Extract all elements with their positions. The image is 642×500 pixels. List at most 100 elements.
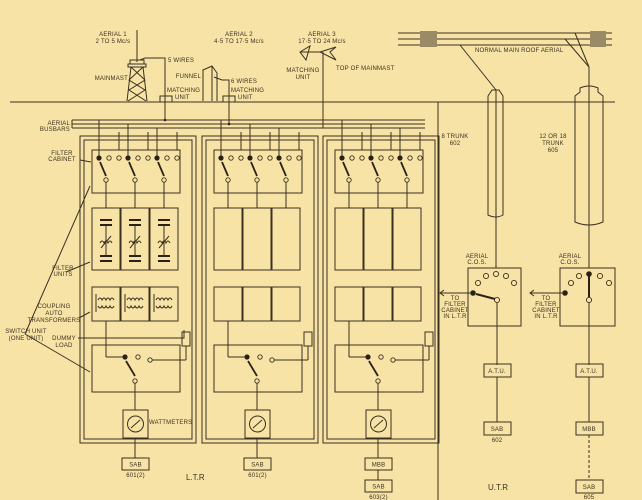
filter-units-label: FILTER <box>52 266 74 272</box>
switch-blade <box>342 161 350 177</box>
filter-unit-box <box>242 207 272 271</box>
contact-open <box>145 155 151 161</box>
contact-open <box>132 378 138 384</box>
contact-open <box>254 378 260 384</box>
filter-units-label: UNITS <box>54 272 73 278</box>
contact-open <box>404 177 410 183</box>
contact-open <box>388 155 394 161</box>
wattmeters-label: WATTMETERS <box>149 420 192 426</box>
filter-unit-box <box>271 207 301 271</box>
filter-unit-box <box>334 207 364 271</box>
contact-closed <box>96 155 102 161</box>
contact-closed <box>276 155 282 161</box>
cos-contacts-left <box>439 270 518 365</box>
contact-open <box>390 357 396 363</box>
coupling-label: AUTO <box>45 311 62 317</box>
contact-closed <box>397 155 403 161</box>
cabinet-outline <box>79 135 197 444</box>
coupling-label: TRANSFORMERS <box>28 318 81 324</box>
contact-open <box>296 155 302 161</box>
switch-blade <box>400 161 408 177</box>
capacitor-icon <box>158 224 170 226</box>
top-of-mainmast-label: TOP OF MAINMAST <box>336 66 395 72</box>
matching-unit-label: MATCHING <box>231 88 264 94</box>
matching-unit-label: MATCHING <box>167 88 200 94</box>
contact-open <box>359 155 365 161</box>
atu-label: A.T.U. <box>488 369 506 375</box>
aerial2-label: AERIAL 2 <box>225 32 253 38</box>
switch-blade <box>99 161 107 177</box>
to-filter-label: IN L.T.R <box>443 314 467 320</box>
aerial1-label: AERIAL 1 <box>99 32 127 38</box>
aerial2-range: 4·5 TO 17·5 Mc/s <box>214 39 264 45</box>
filter-cabinet-label: FILTER <box>51 151 73 157</box>
contact-open <box>106 155 112 161</box>
contact-closed <box>365 354 371 360</box>
coupling-label: COUPLING <box>38 304 71 310</box>
to-filter-label: IN L.T.R <box>534 314 558 320</box>
filter-unit-box <box>392 207 422 271</box>
cabinet-inner-outline <box>83 139 193 440</box>
filter-cabinet-box <box>91 149 181 194</box>
ltr-section-label: L.T.R <box>186 473 205 482</box>
aerial-cos-label: AERIAL <box>559 254 582 260</box>
transmitter-number: 602 <box>492 438 503 444</box>
six-wires-label: 6 WIRES <box>231 79 257 85</box>
cabinet-outline <box>322 135 440 444</box>
contact-closed <box>244 354 250 360</box>
transformer-icon <box>95 294 115 312</box>
filter-unit-box <box>149 207 179 271</box>
switch-blade <box>279 161 287 177</box>
contact-open <box>103 177 109 183</box>
aerial-cos-label: C.O.S. <box>560 260 579 266</box>
coupling-transformer-box <box>392 286 422 322</box>
contact-open <box>269 357 275 363</box>
cos-contacts-right <box>529 271 613 365</box>
funnel-label: FUNNEL <box>176 74 202 80</box>
contact-closed <box>154 155 160 161</box>
mbb-label: MBB <box>372 463 386 469</box>
matching-unit-1 <box>159 95 173 103</box>
matching-unit-label: UNIT <box>296 75 311 81</box>
insulator-icon <box>420 31 437 47</box>
contact-open <box>407 155 413 161</box>
aerial-cos-label: AERIAL <box>466 254 489 260</box>
contact-open <box>238 155 244 161</box>
contact-open <box>225 177 231 183</box>
ltr-cabinet: MBB SAB 603(2) <box>322 120 440 500</box>
coupling-transformer-box <box>363 286 393 322</box>
matching-unit-label: UNIT <box>238 95 253 101</box>
to-filter-label: CABINET <box>532 308 560 314</box>
aerial-cos-label: C.O.S. <box>467 260 486 266</box>
capacitor-icon <box>129 255 141 257</box>
trunk-605 <box>574 85 604 226</box>
utr-section-label: U.T.R <box>488 483 508 492</box>
capacitor-icon <box>158 255 170 257</box>
contact-open <box>286 155 292 161</box>
aerial3-icon <box>299 44 337 62</box>
contact-open <box>254 177 260 183</box>
contact-open <box>132 177 138 183</box>
switch-unit-label: SWITCH UNIT <box>5 329 47 335</box>
trunk-605-label: TRUNK <box>542 141 564 147</box>
aerial2-feed <box>213 76 230 102</box>
filter-cabinet-label: CABINET <box>48 157 76 163</box>
wattmeter-dial-icon <box>127 415 144 433</box>
filter-unit-box <box>120 207 150 271</box>
cabinet-outline <box>201 135 319 444</box>
transmitter-number: 603(2) <box>369 495 388 500</box>
sab-label: SAB <box>372 485 385 491</box>
contact-open <box>147 357 153 363</box>
dummy-load-label: DUMMY <box>52 336 76 342</box>
contact-open <box>349 155 355 161</box>
switch-blade <box>250 161 258 177</box>
switch-blade <box>128 161 136 177</box>
cabinet-inner-outline <box>326 139 436 440</box>
contact-closed <box>122 354 128 360</box>
switch-blade <box>368 360 379 377</box>
switch-blade <box>221 161 229 177</box>
contact-open <box>267 155 273 161</box>
sab-label: SAB <box>491 427 504 433</box>
contact-open <box>346 177 352 183</box>
